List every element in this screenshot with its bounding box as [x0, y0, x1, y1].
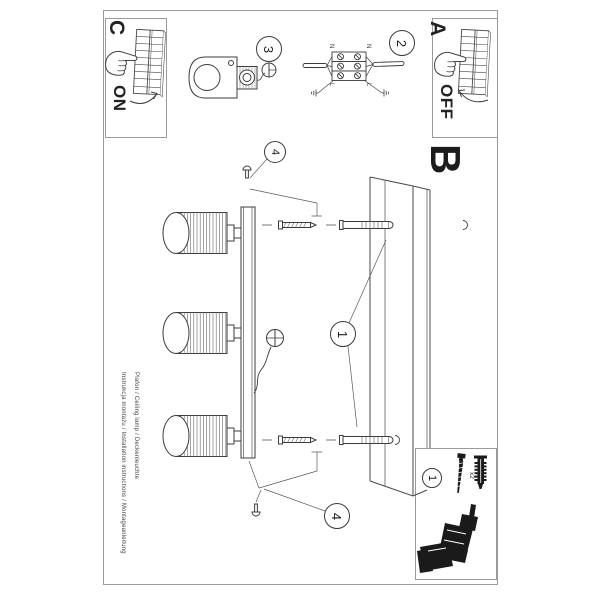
pointing-hand-icon	[105, 50, 138, 76]
power-cable-drawing	[253, 346, 272, 394]
panel-a-label: A	[426, 21, 449, 37]
canopy-screw-icon	[242, 165, 252, 179]
canopy-screw-icon	[251, 503, 261, 517]
screw-head-detail-icon	[261, 62, 277, 78]
wall-plug-part-icon	[474, 455, 487, 489]
terminal-l-label-right: L	[365, 83, 371, 87]
earth-symbol-icon	[382, 89, 389, 97]
terminal-n-label-right: N	[365, 44, 371, 49]
step-2-badge: 2	[389, 30, 415, 56]
step-4-badge-top: 4	[264, 141, 286, 163]
ceiling-panel-drawing	[369, 176, 431, 497]
ceiling-lamp-drawing	[162, 165, 284, 517]
lamp-shade-drawing	[162, 212, 242, 254]
wall-anchor-drawing	[261, 220, 394, 230]
light-switch-a-drawing	[457, 28, 492, 98]
terminal-block-drawing	[302, 51, 405, 94]
power-off-label: OFF	[437, 84, 456, 120]
panel-c-frame	[105, 18, 167, 138]
drill-icon	[417, 504, 478, 573]
terminal-l-label-left: L	[328, 83, 334, 87]
screw-part-icon	[456, 453, 466, 493]
footer-product-line: Plafon / Ceiling lamp / Deckenleuchte	[133, 372, 139, 480]
earth-symbol-icon	[311, 89, 318, 97]
lamp-shade-drawing	[162, 312, 242, 354]
section-b-label: B	[422, 144, 469, 175]
off-arrow-icon	[458, 89, 489, 103]
wall-anchor-drawing	[261, 435, 394, 445]
drill-hole-mark	[462, 220, 468, 230]
parts-quantity-label: x2	[468, 472, 475, 479]
step-4-badge-bottom: 4	[324, 503, 350, 529]
leader-lines	[248, 158, 387, 512]
light-switch-c-drawing	[132, 28, 167, 98]
terminal-n-label-left: N	[328, 44, 334, 49]
step-3-badge: 3	[256, 36, 282, 62]
drill-hole-mark	[394, 435, 400, 445]
cable-detail-circle-icon	[266, 329, 284, 347]
page-border	[103, 10, 498, 585]
step-1-badge: 1	[330, 321, 356, 347]
footer-instructions-line: Instrukcja montażu / Installation instru…	[120, 372, 126, 554]
panel-c-label: C	[105, 20, 128, 36]
mounting-bar-drawing	[240, 206, 256, 459]
canopy-detail-drawing	[188, 56, 266, 99]
panel-a-frame	[432, 18, 498, 138]
on-arrow-icon	[129, 91, 158, 104]
power-on-label: ON	[110, 85, 129, 112]
parts-step-1-badge: 1	[422, 468, 442, 488]
lamp-shade-drawing	[162, 415, 242, 457]
